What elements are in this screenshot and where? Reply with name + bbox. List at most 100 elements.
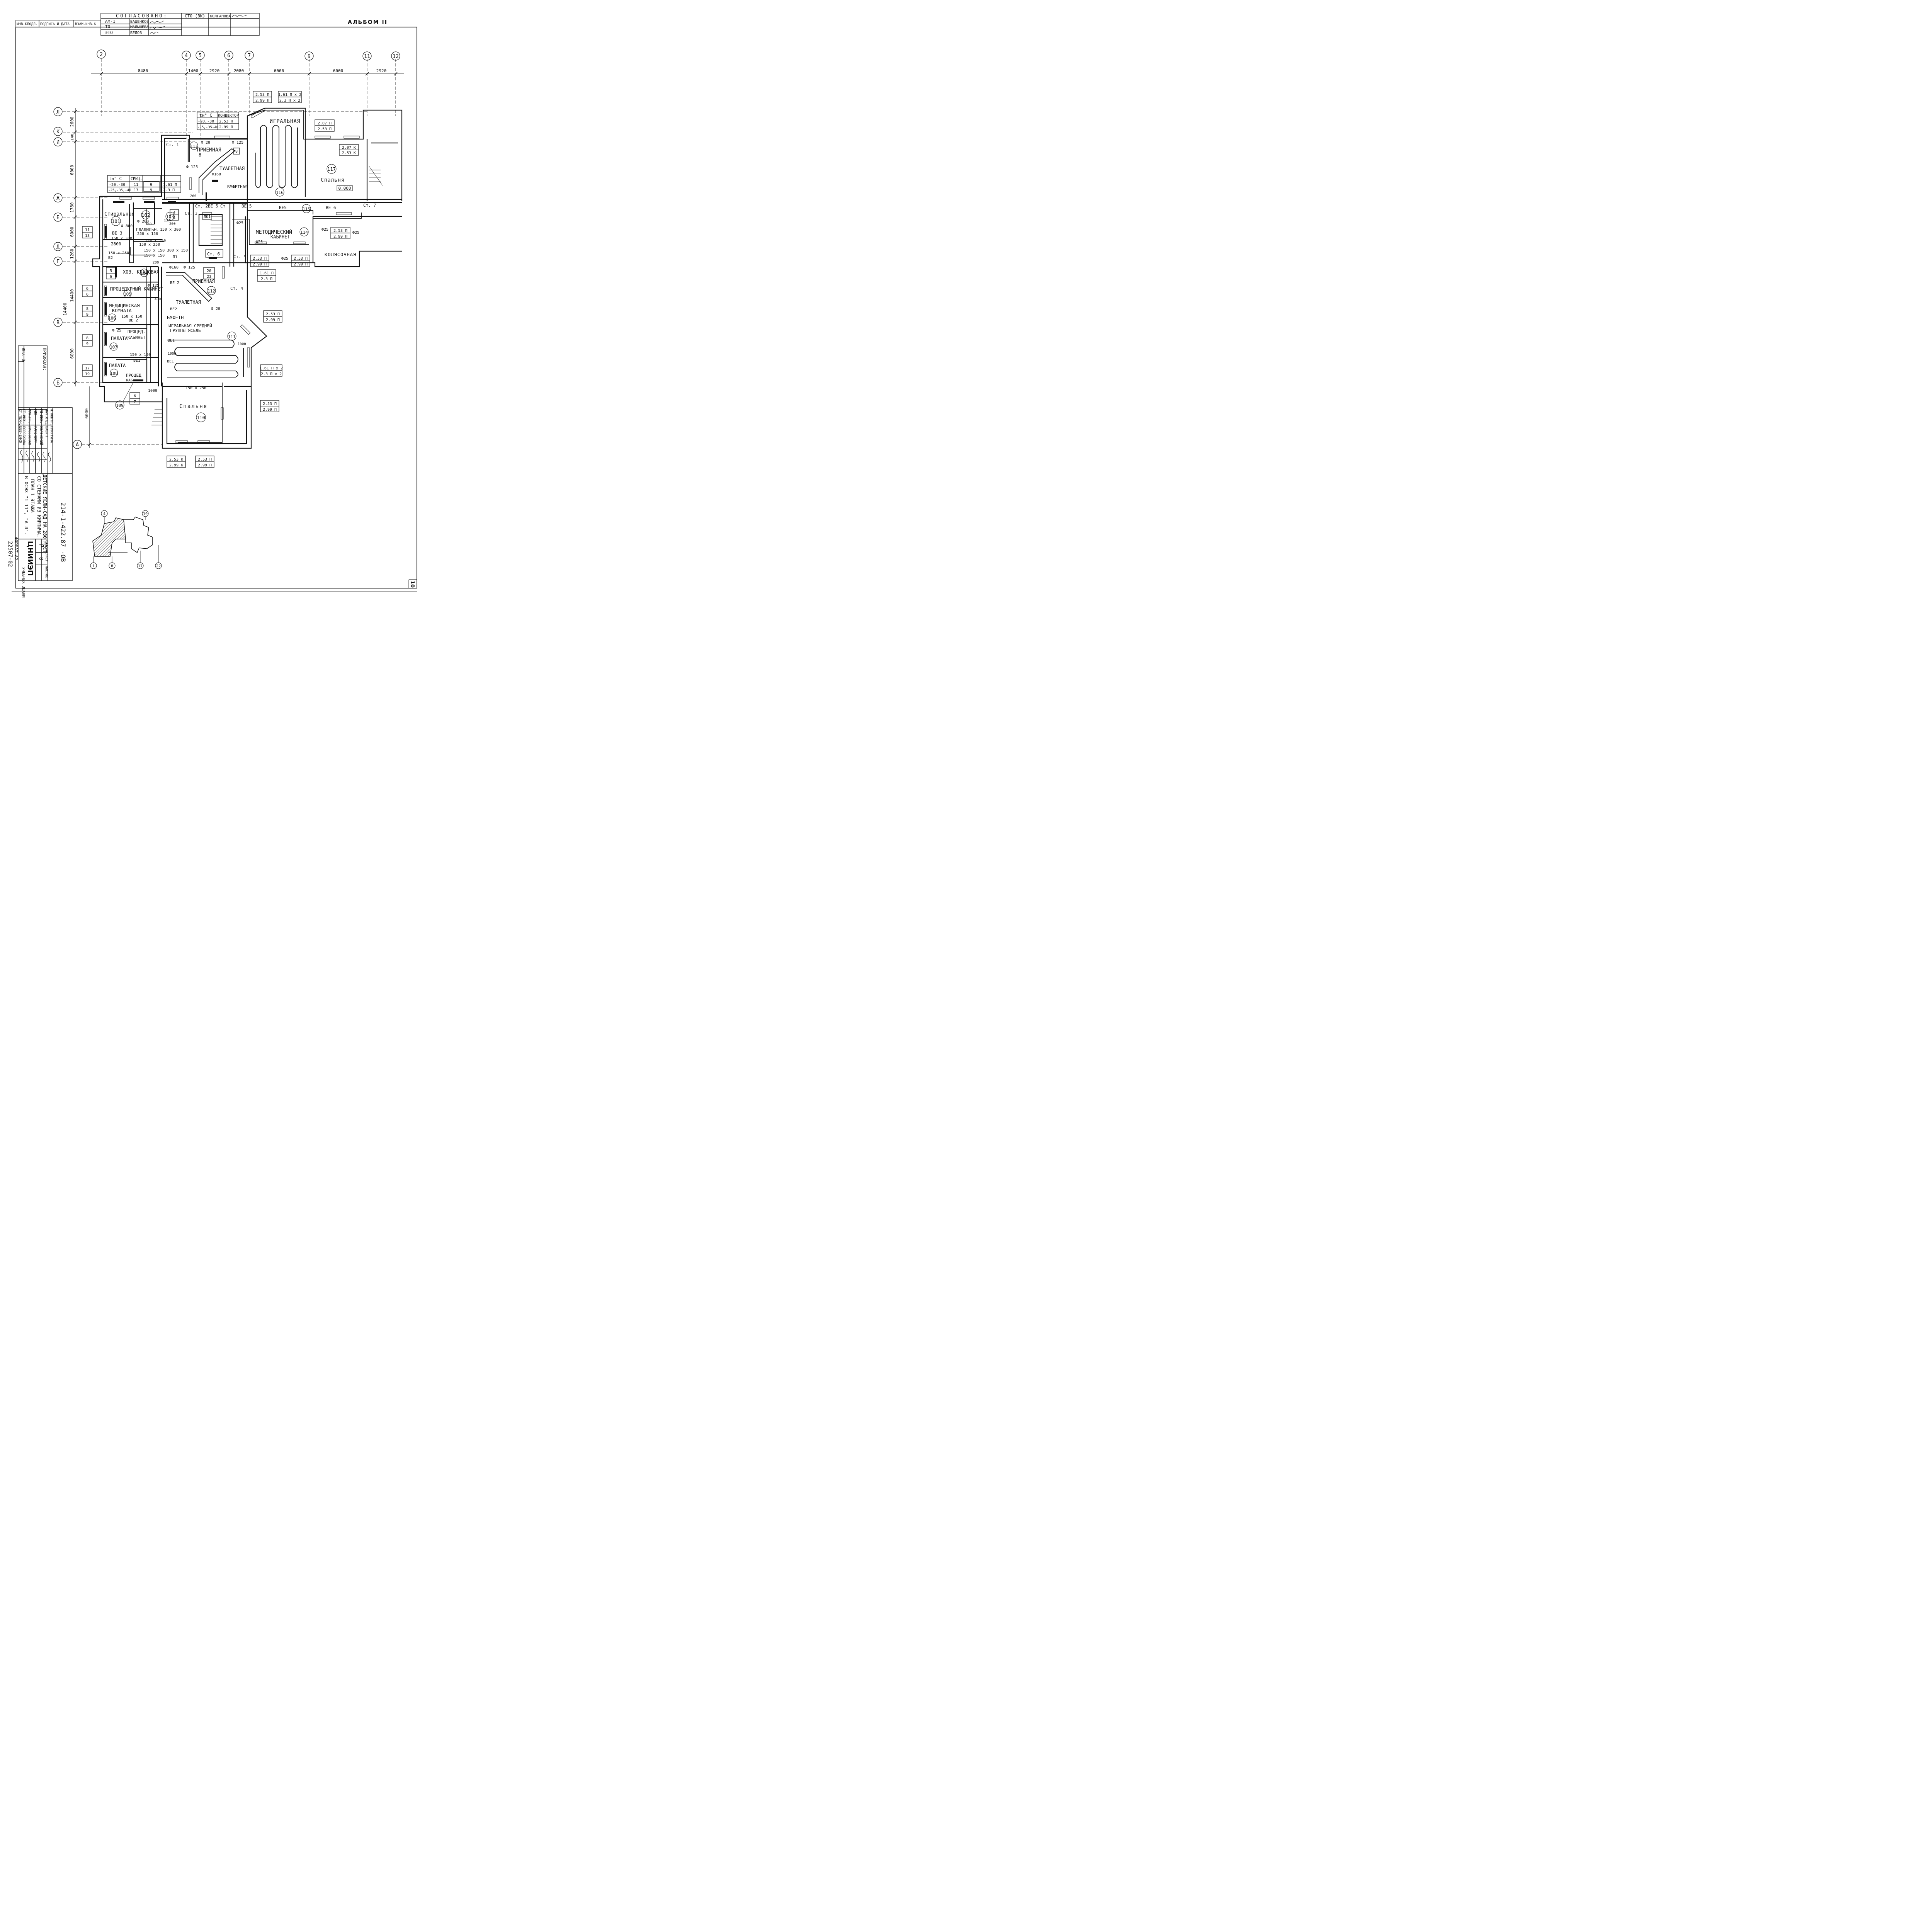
riser-1: Ст. 1: [166, 142, 179, 147]
room-112-toilet: ТУАЛЕТНАЯ: [176, 299, 201, 305]
room-114-label-a: МЕТОДИЧЕСКИЙ: [256, 229, 292, 235]
top-dimensions: 8480 1400 2920 2080 6000 6000 2920: [138, 68, 387, 73]
room-104-label: ХОЗ. КЛАДОВАЯ: [123, 269, 159, 275]
room-101-label: Стиральная: [104, 211, 134, 217]
lk-label: ЛК1: [204, 215, 211, 219]
sect-6-b: 6: [110, 275, 112, 279]
dim-top-6: 6000: [333, 68, 344, 73]
org-sub: УЧЕБНЫХ ЗДАНИЙ: [21, 567, 26, 598]
key-axis-4: 4: [103, 512, 105, 516]
room-113-toilet: ТУАЛЕТНАЯ: [219, 166, 245, 171]
dim-200-a: 200: [190, 194, 196, 198]
axis-bubbles-top: 2 4 5 6 7 9 11 12: [97, 49, 400, 61]
sect-2-a: 6: [86, 287, 88, 291]
sect-6-a: 5: [110, 269, 112, 273]
heater-6-a: 2.53 П: [253, 257, 267, 261]
axis-A: А: [76, 442, 79, 448]
axis-E: Е: [56, 215, 60, 221]
temp-table-r2c1: -25,-35-40: [197, 126, 218, 129]
name-7: ШЕВЧЕНКО: [18, 426, 22, 443]
sect-table-r1c4: 1.61 П: [163, 183, 177, 187]
sect-2-b: 6: [86, 293, 88, 297]
heater-8-a: 1.61 П: [260, 271, 274, 276]
vent-be1-a: ВЕ1: [168, 338, 175, 343]
room-108-proc-b: КАБ.: [126, 378, 135, 383]
duct-f125-c: Ф 125: [184, 265, 195, 270]
axis-grid: [63, 59, 396, 445]
axis-L: Л: [56, 109, 60, 115]
sect-4-b: 9: [86, 342, 88, 346]
dim-top-5: 6000: [274, 68, 284, 73]
axis-B: Б: [56, 380, 60, 386]
axis-G: Г: [56, 259, 60, 265]
room-104-number: 104: [140, 271, 148, 276]
heater-12-a: 2.53 К: [169, 457, 183, 462]
stage-header: СТАДИЯ: [44, 540, 48, 553]
vent-be6: ВЕ 6: [326, 205, 336, 210]
name-1: НИКИТИНА: [49, 426, 53, 443]
sect-table-r1c1: -20,-30: [109, 183, 125, 187]
radiators: [105, 180, 218, 381]
sect-9-a: 4: [173, 211, 175, 215]
name-2: БАБИН: [44, 426, 48, 437]
duct-f20-a: Ф 20: [201, 141, 210, 145]
room-112-label: ПРИЕМНАЯ: [192, 279, 215, 284]
heater-7-a: 2.53 П: [294, 257, 308, 261]
heater-7-b: 2.99 П: [294, 262, 308, 267]
duct-f20-b: Ф 20: [211, 307, 220, 311]
role-2: НАЧ.ОТД.: [44, 409, 48, 425]
sheet-value: 8: [38, 557, 44, 560]
sheet-number: 22507-02: [7, 541, 13, 567]
heater-10-b: 2.3 П х 2: [261, 372, 282, 376]
dim-1000-b: 1000: [168, 352, 176, 356]
sect-table-r2c2: 13: [134, 188, 138, 192]
approval-dept-1: АМ-1: [105, 19, 116, 24]
duct-f25-d: Ф25: [321, 228, 328, 232]
vent-be2-a: ВЕ 2: [170, 281, 179, 285]
dim-top-2: 1400: [188, 68, 199, 73]
duct-150x150-c: 150 х 150: [121, 315, 142, 319]
vent-be3: ВЕ 3: [112, 231, 122, 236]
dim-left-6: 1260: [70, 249, 75, 259]
heater-1-b: 2.99 П: [255, 99, 269, 103]
duct-150x250-c: 150 х 250: [185, 386, 206, 390]
vent-b2: В2: [108, 256, 113, 260]
duct-f25-b: Ф25: [256, 240, 263, 244]
room-118-label: КОЛЯСОЧНАЯ: [325, 252, 356, 257]
heater-4-b: 2.53 К: [342, 151, 356, 155]
room-108-proc-a: ПРОЦЕД: [126, 373, 141, 378]
duct-150x150-a: 150 х 150: [144, 248, 165, 253]
approval-std-name: КОЛГАНОВА: [210, 14, 231, 19]
room-109-leader: [122, 382, 134, 402]
signature-marks: [150, 14, 248, 34]
name-4: РАПОПОРТ: [33, 426, 37, 443]
room-110-number: 110: [197, 415, 205, 420]
dim-200-c: 200: [153, 261, 159, 265]
room-106-label-a: МЕДИЦИНСКАЯ: [109, 303, 139, 308]
sect-8-b: 23: [207, 275, 211, 279]
dim-1000-c: 1000: [238, 342, 246, 346]
sect-10-a: 8: [235, 150, 238, 154]
room-109-number: 109: [116, 403, 124, 408]
heater-5-a: 2.53 П: [333, 229, 347, 233]
axis-I: И: [56, 139, 60, 145]
swap-label: ВЗАМ.ИНВ.№: [75, 22, 96, 26]
temp-table-r2c2: 2.99 П: [219, 125, 233, 129]
dim-top-1: 8480: [138, 68, 148, 73]
album-label: АЛЬБОМ II: [348, 19, 388, 26]
room-107-proc-a: ПРОЦЕД.: [128, 329, 145, 334]
duct-150x250-b: 150 х 250: [139, 243, 160, 247]
riser-3: Ст. 3: [185, 211, 197, 216]
axis-6: 6: [227, 53, 230, 59]
heater-1-a: 2.53 П: [255, 93, 269, 97]
title-block-text: ИНВ. № ПРИВЯЗАН: Н.КОНТР. НАЧ.ОТД. ГЛ.ИН…: [7, 348, 415, 598]
axis-2: 2: [100, 52, 103, 58]
title-block: [18, 345, 73, 581]
vent-p1: П1: [173, 255, 177, 259]
approval-dept-3: ЭТО: [105, 30, 113, 35]
role-5: РУК.ГР.: [27, 409, 31, 423]
floor-plan-drawing: ИНВ.№ПОДЛ. ПОДПИСЬ И ДАТА ВЗАМ.ИНВ.№ СОГ…: [7, 13, 417, 598]
key-plan: 4 19 1 8 17 22: [90, 510, 162, 569]
dim-left-total: 14400: [63, 303, 68, 315]
vent-be2-c: ВЕ 2: [129, 318, 138, 323]
